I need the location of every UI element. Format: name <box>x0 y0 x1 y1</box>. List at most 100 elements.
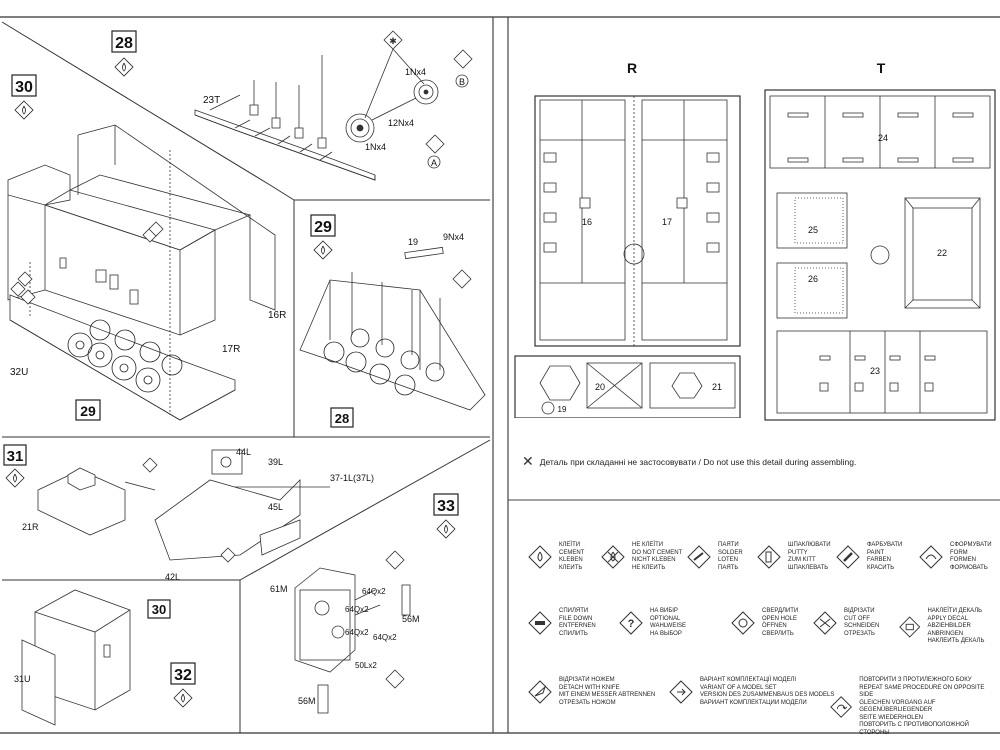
svg-text:39L: 39L <box>268 457 283 467</box>
legend-item-form: СФОРМУВАТИ FORM FORMEN ФОРМОВАТЬ <box>918 542 992 572</box>
form-icon <box>919 545 943 569</box>
legend-text: ФАРБУВАТИ PAINT FARBEN КРАСИТЬ <box>867 542 903 571</box>
svg-text:28: 28 <box>115 35 133 52</box>
svg-text:19: 19 <box>558 405 567 414</box>
svg-text:30: 30 <box>152 602 166 617</box>
legend-text: ПОВТОРИТИ З ПРОТИЛЕЖНОГО БОКУ REPEAT SAM… <box>859 677 985 736</box>
svg-text:✱: ✱ <box>389 36 397 46</box>
decal-icon <box>899 616 921 638</box>
knife-icon <box>528 680 552 704</box>
body-drawing: 16R 17R 32U 29 <box>7 124 286 421</box>
note-text: Деталь при складанні не застосовувати / … <box>539 456 857 467</box>
svg-text:30: 30 <box>15 79 33 96</box>
wheelset-drawing: ✱ B A 1Nx4 12Nx4 1Nx4 <box>345 30 473 169</box>
legend-text: НА ВИБІР OPTIONAL WAHLWEISE НА ВЫБОР <box>650 608 687 637</box>
svg-text:31: 31 <box>7 448 24 465</box>
frame-23T-drawing: 23T <box>194 55 376 181</box>
legend-text: ВАРІАНТ КОМПЛЕКТАЦІЇ МОДЕЛІ VARIANT OF A… <box>700 677 835 706</box>
legend-text: КЛЕЇТИ CEMENT KLEBEN КЛЕИТЬ <box>559 542 585 571</box>
svg-text:16R: 16R <box>268 310 286 321</box>
putty-icon <box>757 545 781 569</box>
svg-text:23: 23 <box>870 366 880 376</box>
legend-item-repeat: ПОВТОРИТИ З ПРОТИЛЕЖНОГО БОКУ REPEAT SAM… <box>829 677 1000 737</box>
legend-item-cement: КЛЕЇТИ CEMENT KLEBEN КЛЕИТЬ <box>527 542 584 572</box>
legend-item-file: СПИЛЯТИ FILE DOWN ENTFERNEN СПИЛИТЬ <box>527 608 596 638</box>
svg-text:29: 29 <box>314 219 332 236</box>
svg-text:A: A <box>431 158 437 168</box>
svg-text:64Qx2: 64Qx2 <box>345 605 369 614</box>
svg-text:29: 29 <box>80 403 96 419</box>
legend-item-variant: ВАРІАНТ КОМПЛЕКТАЦІЇ МОДЕЛІ VARIANT OF A… <box>668 677 834 707</box>
svg-text:1Nx4: 1Nx4 <box>365 142 386 152</box>
legend-item-paint: ФАРБУВАТИ PAINT FARBEN КРАСИТЬ <box>835 542 902 572</box>
step-32-drawing: 30 31U <box>14 589 171 726</box>
legend-item-optional: ? НА ВИБІР OPTIONAL WAHLWEISE НА ВЫБОР <box>618 608 686 638</box>
svg-text:64Qx2: 64Qx2 <box>345 628 369 637</box>
svg-text:1Nx4: 1Nx4 <box>405 67 426 77</box>
legend-text: НАКЛЕЇТИ ДЕКАЛЬ APPLY DECAL ABZIEHBILDER… <box>927 608 985 644</box>
svg-text:56M: 56M <box>402 614 420 624</box>
svg-text:17: 17 <box>662 217 672 227</box>
repeat-icon <box>830 696 853 718</box>
svg-text:56M: 56M <box>298 696 316 706</box>
assembly-note: ✕ Деталь при складанні не застосовувати … <box>522 453 856 470</box>
drop-icon <box>528 545 552 569</box>
legend-text: СПИЛЯТИ FILE DOWN ENTFERNEN СПИЛИТЬ <box>559 608 596 637</box>
legend-text: ВІДРІЗАТИ НОЖЕМ DETACH WITH KNIFE MIT EI… <box>559 677 656 706</box>
legend-item-no-cement: НЕ КЛЕЇТИ DO NOT CEMENT NICHT KLEBEN НЕ … <box>600 542 682 572</box>
legend-text: ПАЯТИ SOLDER LOTEN ПАЯТЬ <box>718 542 743 571</box>
svg-text:37-1L(37L): 37-1L(37L) <box>330 473 374 483</box>
svg-text:12Nx4: 12Nx4 <box>388 118 414 128</box>
svg-text:33: 33 <box>437 498 455 515</box>
legend-item-solder: ПАЯТИ SOLDER LOTEN ПАЯТЬ <box>686 542 743 572</box>
svg-text:22: 22 <box>937 248 947 258</box>
legend-item-cut: ВІДРІЗАТИ CUT OFF SCHNEIDEN ОТРЕЗАТЬ <box>812 608 879 638</box>
legend-text: СФОРМУВАТИ FORM FORMEN ФОРМОВАТЬ <box>950 542 992 571</box>
svg-text:R: R <box>627 60 637 76</box>
step-32-badge: 32 <box>170 662 196 708</box>
x-mark-icon: ✕ <box>522 453 534 469</box>
svg-text:61M: 61M <box>270 584 288 594</box>
svg-text:42L: 42L <box>165 572 180 582</box>
svg-text:64Qx2: 64Qx2 <box>362 587 386 596</box>
svg-text:50Lx2: 50Lx2 <box>355 661 377 670</box>
svg-text:17R: 17R <box>222 344 240 355</box>
legend-text: СВЕРДЛИТИ OPEN HOLE ÖFFNEN СВЕРЛИТЬ <box>762 608 799 637</box>
legend-item-drill: СВЕРДЛИТИ OPEN HOLE ÖFFNEN СВЕРЛИТЬ <box>730 608 798 638</box>
step-28-badge: 28 <box>111 30 137 77</box>
step-29-badge: 29 <box>310 214 336 260</box>
step-31-badge: 31 <box>3 444 27 488</box>
legend-item-decal: НАКЛЕЇТИ ДЕКАЛЬ APPLY DECAL ABZIEHBILDER… <box>898 608 1000 646</box>
svg-text:19: 19 <box>408 237 418 247</box>
svg-text:45L: 45L <box>268 502 283 512</box>
svg-text:64Qx2: 64Qx2 <box>373 633 397 642</box>
svg-text:24: 24 <box>878 133 888 143</box>
legend-text: ШПАКЛЮВАТИ PUTTY ZUM KITT ШПАКЛЕВАТЬ <box>788 542 831 571</box>
svg-text:21R: 21R <box>22 522 39 532</box>
svg-text:?: ? <box>628 618 635 630</box>
step-33-drawing: 61M 64Qx2 64Qx2 64Qx2 64Qx2 50Lx2 56M 56… <box>270 550 420 714</box>
paint-icon <box>836 545 860 569</box>
step-30-badge: 30 <box>11 74 37 120</box>
step-33-badge: 33 <box>433 493 459 539</box>
drill-icon <box>731 611 755 635</box>
svg-text:28: 28 <box>335 411 349 426</box>
svg-text:32U: 32U <box>10 367 28 378</box>
svg-text:44L: 44L <box>236 447 251 457</box>
svg-text:21: 21 <box>712 382 722 392</box>
solder-icon <box>687 545 711 569</box>
legend-item-knife: ВІДРІЗАТИ НОЖЕМ DETACH WITH KNIFE MIT EI… <box>527 677 655 707</box>
legend-text: ВІДРІЗАТИ CUT OFF SCHNEIDEN ОТРЕЗАТЬ <box>844 608 880 637</box>
step-31-drawing: 44L 39L 45L 42L 21R 37-1L(37L) <box>22 447 374 582</box>
svg-text:31U: 31U <box>14 674 31 684</box>
assembly-diagrams: 28 30 29 31 33 32 <box>3 30 486 726</box>
file-icon <box>528 611 552 635</box>
optional-icon: ? <box>619 611 643 635</box>
svg-text:9Nx4: 9Nx4 <box>443 232 464 242</box>
step-29-drawing: 19 9Nx4 28 <box>299 232 486 428</box>
svg-text:16: 16 <box>582 217 592 227</box>
svg-text:32: 32 <box>174 667 192 684</box>
no-glue-icon <box>601 545 625 569</box>
cut-icon <box>813 611 837 635</box>
